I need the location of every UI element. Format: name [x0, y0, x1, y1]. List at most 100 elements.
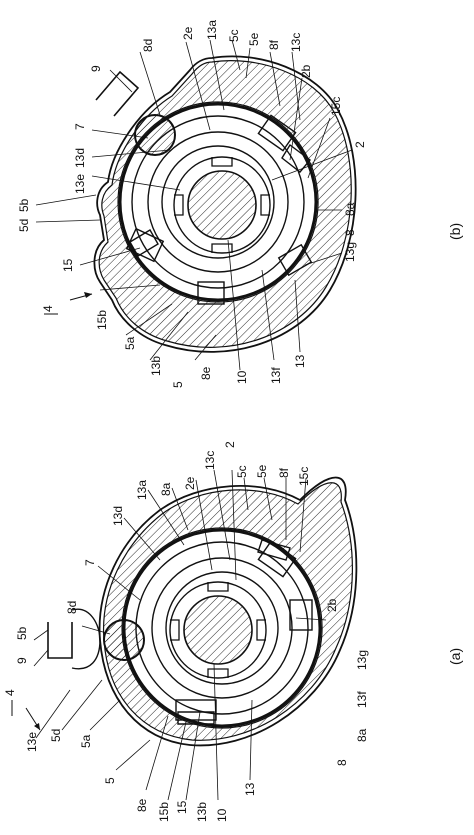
- vane-block-upper: [257, 114, 297, 152]
- spring-15c-a: [257, 539, 291, 561]
- hub-2-a: [169, 581, 267, 679]
- label: 8a: [355, 728, 369, 742]
- label: 5: [103, 777, 117, 784]
- label: 2b: [299, 64, 313, 78]
- label: 10: [215, 808, 229, 822]
- label: 5a: [79, 734, 93, 748]
- label: 15b: [157, 802, 171, 822]
- label: 13c: [289, 33, 303, 52]
- housing-5-outer: [93, 55, 357, 353]
- label: 5d: [17, 219, 31, 232]
- rotor-13-inner: [161, 145, 275, 259]
- label: 2b: [325, 598, 339, 612]
- ring-8: [118, 102, 318, 302]
- vane-block-top-a: [257, 540, 297, 578]
- label: 7: [73, 123, 87, 130]
- tab-9: [95, 70, 140, 117]
- label: 5: [171, 381, 185, 388]
- label: 2e: [183, 476, 197, 490]
- label: 13f: [269, 367, 283, 384]
- housing-5-hatched-a: [102, 482, 353, 741]
- figure-b: 9 8d 2e 13a 5c 5e 8f 13c 2b 15c 7 13d 13…: [17, 20, 463, 388]
- label: 13g: [343, 242, 357, 262]
- rotor-13-inner-a: [165, 571, 279, 685]
- label: 8: [335, 759, 349, 766]
- shaft-10: [187, 170, 257, 240]
- hub-2: [173, 156, 271, 254]
- label: 5c: [227, 29, 241, 42]
- label: 13e: [73, 174, 87, 194]
- label: 13b: [149, 356, 163, 376]
- label: 8e: [135, 798, 149, 812]
- vane-block-bottom: [197, 281, 225, 305]
- vane-block-right: [277, 243, 313, 277]
- label: 9: [89, 65, 103, 72]
- shaft-10-a: [183, 595, 253, 665]
- figure-a: 5b 9 8d 7 13d 13a 8a 2e 13c 2 5c 5e 8f 1…: [3, 441, 463, 822]
- vane-block-left-a: [175, 699, 217, 721]
- hub-2-lugs: [174, 157, 270, 253]
- label: 5b: [15, 626, 29, 640]
- label: 13: [293, 354, 307, 368]
- tab-9-a: [47, 622, 73, 659]
- leader-lines-a: [33, 469, 327, 801]
- label: 13: [243, 782, 257, 796]
- label: 8d: [141, 39, 155, 52]
- label: 8: [343, 229, 357, 236]
- label: 4: [41, 305, 55, 312]
- label: 5a: [123, 336, 137, 350]
- spring-15-right: [281, 143, 312, 173]
- figure-caption-a: (a): [447, 648, 463, 665]
- label: 13g: [355, 650, 369, 670]
- labels-b: 9 8d 2e 13a 5c 5e 8f 13c 2b 15c 7 13d 13…: [17, 20, 367, 388]
- housing-5-outer-a: [98, 476, 358, 747]
- ring-8-inner: [131, 115, 305, 289]
- labels-a: 5b 9 8d 7 13d 13a 8a 2e 13c 2 5c 5e 8f 1…: [3, 441, 369, 822]
- label: 8f: [277, 467, 291, 478]
- label: 13d: [73, 148, 87, 168]
- label: 15: [61, 258, 75, 272]
- figure-caption-b: (b): [447, 223, 463, 240]
- label: 13c: [203, 451, 217, 470]
- lock-pocket-a: [71, 608, 101, 670]
- label: 5d: [49, 729, 63, 742]
- label: 9: [15, 657, 29, 664]
- label: 5b: [17, 198, 31, 212]
- label: 13f: [355, 691, 369, 708]
- label: 8d: [65, 601, 79, 614]
- label: 13a: [135, 480, 149, 500]
- label: 2: [223, 441, 237, 448]
- spring-15-left: [129, 229, 159, 257]
- lock-pin-7-a: [103, 619, 145, 661]
- label: 8a: [343, 202, 357, 216]
- hub-2-lugs-a: [170, 582, 266, 678]
- label: 15c: [297, 467, 311, 486]
- label: 2e: [181, 26, 195, 40]
- rotor-13-a: [151, 557, 293, 699]
- label: 13a: [205, 20, 219, 40]
- label: 5e: [255, 464, 269, 478]
- vane-block-right-a: [289, 599, 313, 631]
- label: 5c: [235, 465, 249, 478]
- label: 15c: [329, 97, 343, 116]
- label: 13e: [25, 732, 39, 752]
- arrow-4-b: [44, 292, 93, 315]
- arrow-4-a: [11, 700, 41, 731]
- label: 5e: [247, 32, 261, 46]
- rotor-13: [147, 131, 289, 273]
- label: 13d: [111, 506, 125, 526]
- label: 15: [175, 800, 189, 814]
- label: 8a: [159, 482, 173, 496]
- label: 7: [83, 559, 97, 566]
- label: 8e: [199, 366, 213, 380]
- label: 2: [353, 141, 367, 148]
- spring-15-a: [177, 711, 215, 725]
- label: 10: [235, 370, 249, 384]
- label: 4: [3, 689, 17, 696]
- lock-pin-7: [134, 114, 176, 156]
- label: 15b: [95, 310, 109, 330]
- label: 8f: [267, 39, 281, 50]
- label: 13b: [195, 802, 209, 822]
